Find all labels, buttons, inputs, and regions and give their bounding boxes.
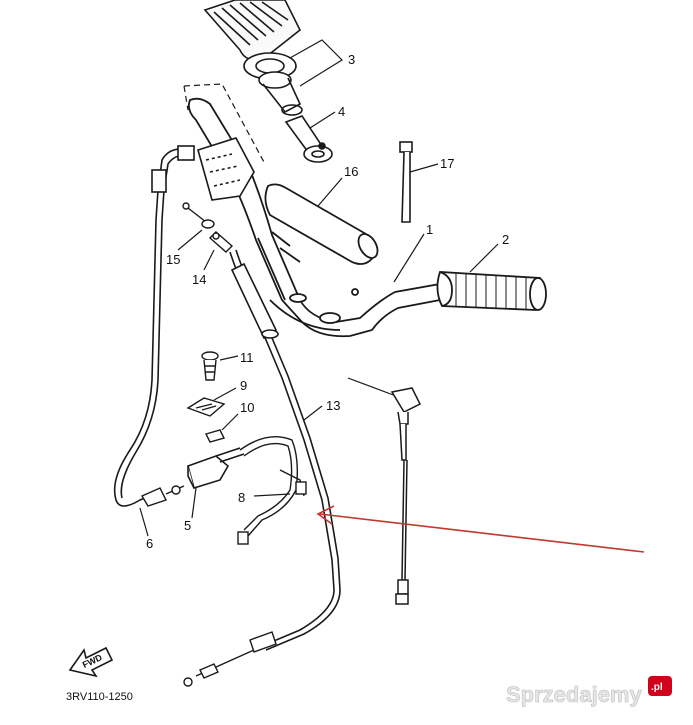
nut-10 [204, 429, 226, 443]
callout-1: 1 [426, 222, 433, 237]
screw-15 [182, 202, 215, 229]
right-cable-pointer [347, 377, 397, 397]
clip-9 [186, 397, 226, 417]
part-number: 3RV110-1250 [66, 691, 133, 703]
cable-left [113, 145, 195, 507]
callout-6: 6 [146, 536, 153, 551]
callout-14: 14 [192, 272, 206, 287]
callout-14-leader [203, 249, 215, 271]
callout-3: 3 [348, 52, 355, 67]
cable-8 [237, 436, 307, 545]
callout-4: 4 [338, 104, 345, 119]
callout-9-leader [213, 387, 237, 401]
callout-6-leader [139, 507, 149, 537]
callout-9: 9 [240, 378, 247, 393]
grip-right [436, 271, 547, 311]
throttle-housing [197, 137, 255, 201]
callout-8-leader [253, 493, 291, 497]
callout-8: 8 [238, 490, 245, 505]
adjuster-14 [208, 231, 234, 253]
cable-left-end [140, 485, 185, 507]
cable-13 [229, 249, 341, 651]
cable-13-end [183, 631, 277, 687]
callout-17-leader [409, 163, 439, 173]
callout-15-leader [177, 229, 203, 251]
cable-13-sleeve [230, 262, 279, 340]
watermark: Sprzedajemy .pl [506, 676, 672, 707]
fwd-arrow-icon [68, 646, 114, 678]
red-annotation-arrow [316, 505, 645, 553]
cable-tie [399, 141, 413, 223]
callout-15: 15 [166, 252, 180, 267]
callout-11-leader [219, 355, 239, 361]
watermark-suffix: .pl [651, 682, 663, 693]
callout-10-leader [221, 413, 239, 431]
callout-3-leader [289, 39, 343, 87]
callout-16-leader [317, 177, 343, 207]
watermark-text: Sprzedajemy [506, 682, 642, 707]
callout-2-leader [469, 243, 499, 273]
callout-1-leader [393, 233, 425, 283]
bar-pad [264, 183, 379, 265]
upper-grip [203, 0, 333, 163]
watermark-badge [648, 676, 672, 696]
callout-11: 11 [240, 350, 254, 365]
dashed-frame [183, 83, 266, 165]
callout-4-leader [309, 111, 336, 129]
callout-17: 17 [440, 156, 454, 171]
screw-11 [201, 351, 219, 381]
callout-16: 16 [344, 164, 358, 179]
junction-5 [187, 447, 245, 490]
right-cable-rod [390, 387, 422, 605]
callout-10: 10 [240, 400, 254, 415]
callout-2: 2 [502, 232, 509, 247]
callout-13: 13 [326, 398, 340, 413]
callout-5-leader [191, 487, 197, 519]
callout-13-leader [303, 405, 323, 421]
callout-5: 5 [184, 518, 191, 533]
